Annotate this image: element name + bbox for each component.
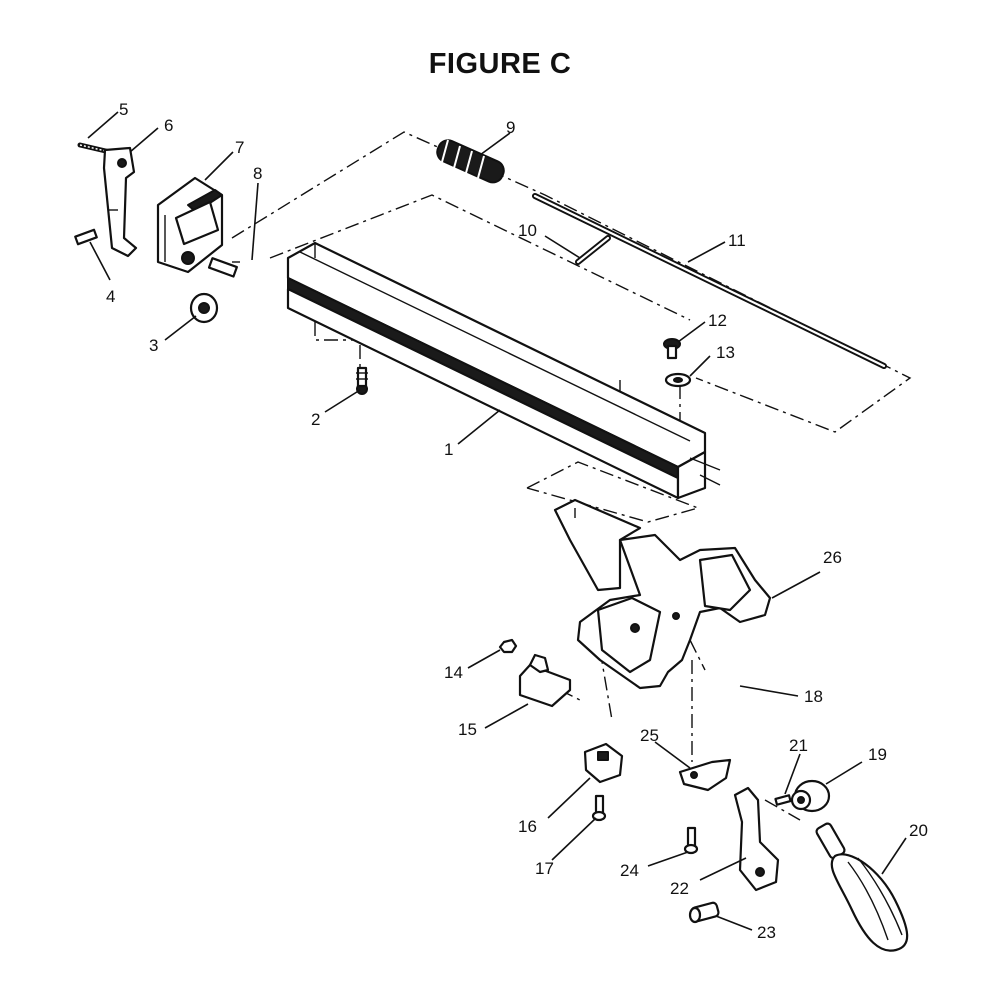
spring-part [436, 139, 505, 184]
callout-2: 2 [311, 410, 320, 429]
knob-and-pin-parts [774, 779, 831, 813]
fence-rail-part [286, 241, 721, 500]
nut-and-clip-parts [498, 638, 572, 708]
callout-11: 11 [728, 231, 746, 250]
callout-25: 25 [640, 726, 659, 745]
rail-screw-part [356, 366, 368, 395]
callout-20: 20 [909, 821, 928, 840]
callout-8: 8 [253, 164, 262, 183]
lever-and-pin-parts [688, 786, 780, 924]
block-and-screw-parts [583, 742, 624, 822]
rod-part [532, 193, 887, 369]
callout-22: 22 [670, 879, 689, 898]
callout-12: 12 [708, 311, 727, 330]
leader-lines [87, 111, 907, 931]
callout-19: 19 [868, 745, 887, 764]
lock-bracket-group [74, 142, 138, 258]
plate-and-screw-parts [678, 758, 732, 855]
callout-21: 21 [789, 736, 808, 755]
screw-and-washer-parts [663, 338, 692, 388]
callout-23: 23 [757, 923, 776, 942]
callout-13: 13 [716, 343, 735, 362]
callout-9: 9 [506, 118, 515, 137]
callout-6: 6 [164, 116, 173, 135]
fence-head-part [156, 176, 238, 278]
callout-14: 14 [444, 663, 463, 682]
callout-17: 17 [535, 859, 554, 878]
roller-part [189, 292, 219, 324]
callout-3: 3 [149, 336, 158, 355]
callout-7: 7 [235, 138, 244, 157]
base-casting-part [553, 498, 772, 690]
callout-24: 24 [620, 861, 639, 880]
callout-5: 5 [119, 100, 128, 119]
assembly-outline-lines [231, 131, 912, 821]
callout-1: 1 [444, 440, 453, 459]
callout-26: 26 [823, 548, 842, 567]
callout-18: 18 [804, 687, 823, 706]
pin-part [575, 235, 611, 265]
callout-labels: 1 2 3 4 5 6 7 8 9 10 11 12 13 14 15 16 1… [106, 100, 928, 942]
callout-15: 15 [458, 720, 477, 739]
callout-16: 16 [518, 817, 537, 836]
callout-10: 10 [518, 221, 537, 240]
callout-4: 4 [106, 287, 115, 306]
handle-part [815, 822, 909, 952]
figure-title: FIGURE C [428, 48, 572, 80]
